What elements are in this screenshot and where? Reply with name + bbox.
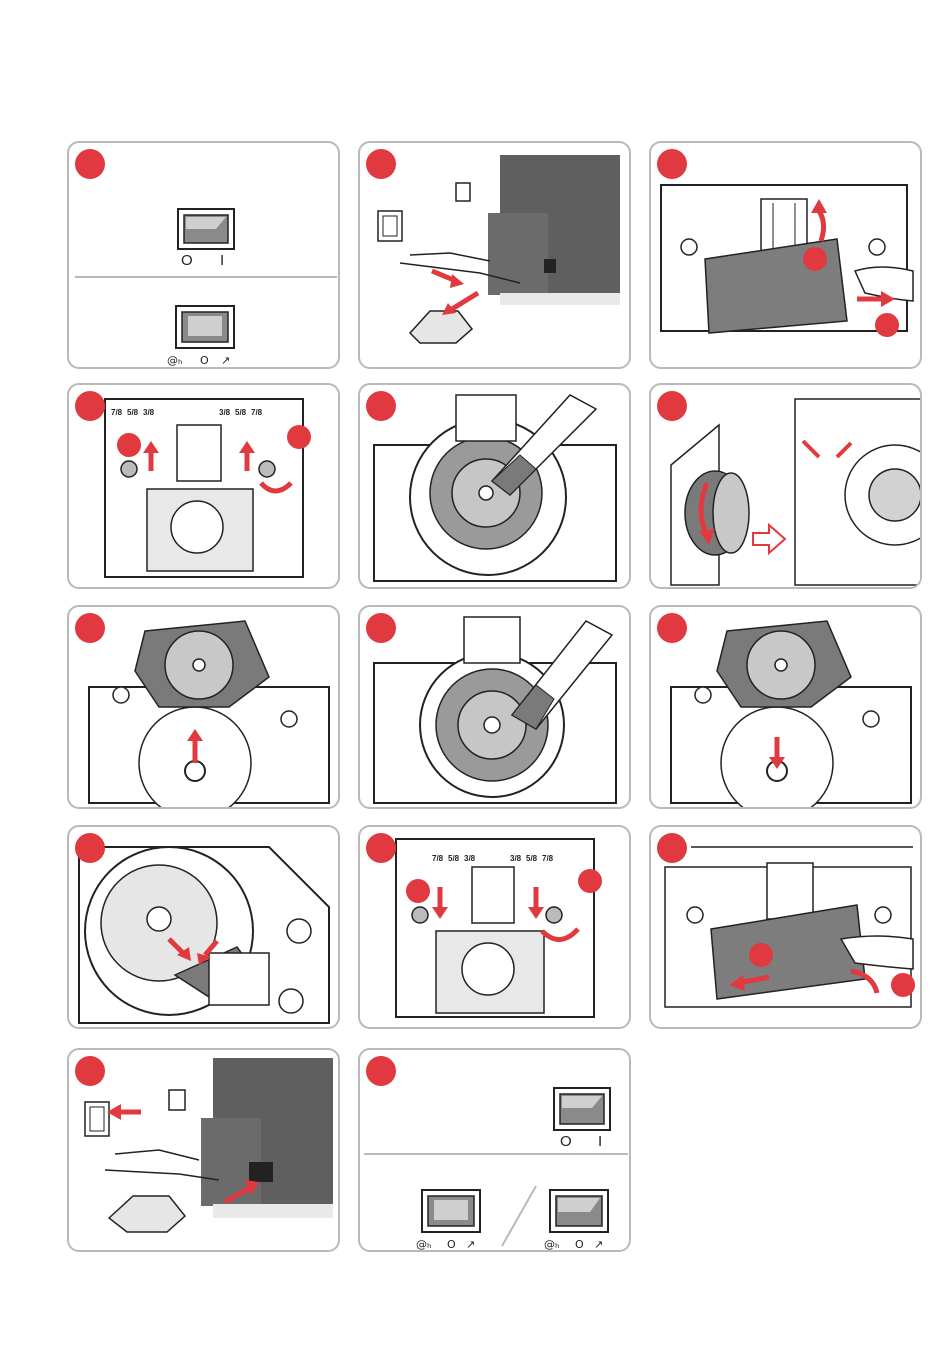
tick-label: 7/8 <box>432 854 444 863</box>
step-marker <box>657 613 687 643</box>
lift-bobbin-case-icon <box>69 607 340 809</box>
step-panel-8 <box>358 605 631 809</box>
tick-label: 5/8 <box>235 408 247 417</box>
step-panel-5 <box>358 383 631 589</box>
unscrew-stitch-plate-icon: 7/8 5/8 3/8 3/8 5/8 7/8 <box>69 385 340 589</box>
attach-bobbin-cover-icon <box>651 827 922 1029</box>
switch-off-label: O <box>181 252 193 269</box>
reconnect-cables-icon <box>69 1050 340 1252</box>
insert-bobbin-case-icon <box>651 607 922 809</box>
mode-symbol-left: @ₕ <box>544 1238 559 1251</box>
switch-off-label: O <box>560 1133 572 1150</box>
step-marker <box>657 833 687 863</box>
step-marker <box>75 391 105 421</box>
step-panel-4: 7/8 5/8 3/8 3/8 5/8 7/8 <box>67 383 340 589</box>
tick-label: 3/8 <box>143 408 155 417</box>
mode-symbol-mid: O <box>575 1238 584 1251</box>
tick-label: 3/8 <box>219 408 231 417</box>
mode-symbol-left: @ₕ <box>416 1238 431 1251</box>
step-marker <box>75 1056 105 1086</box>
remove-bobbin-cover-icon <box>651 143 922 369</box>
step-panel-2 <box>358 141 631 369</box>
mode-symbol-right: ↗ <box>466 1238 475 1251</box>
position-bobbin-case-icon <box>69 827 340 1029</box>
power-switch-on-icon: O I @ₕ O ↗ @ₕ O ↗ <box>360 1050 631 1252</box>
tick-label: 7/8 <box>111 408 123 417</box>
switch-on-label: I <box>598 1133 602 1150</box>
mode-symbol-mid: O <box>200 354 209 367</box>
step-marker <box>366 149 396 179</box>
mode-symbol-right: ↗ <box>221 354 230 367</box>
screw-stitch-plate-icon: 7/8 5/8 3/8 3/8 5/8 7/8 <box>360 827 631 1029</box>
step-panel-1: O I @ₕ O ↗ <box>67 141 340 369</box>
step-panel-3 <box>649 141 922 369</box>
step-marker <box>75 149 105 179</box>
mode-symbol-right: ↗ <box>594 1238 603 1251</box>
step-marker <box>75 613 105 643</box>
step-panel-9 <box>649 605 922 809</box>
tick-label: 3/8 <box>464 854 476 863</box>
step-panel-10 <box>67 825 340 1029</box>
step-panel-6 <box>649 383 922 589</box>
step-panel-11: 7/8 5/8 3/8 3/8 5/8 7/8 <box>358 825 631 1029</box>
tick-label: 3/8 <box>510 854 522 863</box>
tick-label: 5/8 <box>526 854 538 863</box>
brush-bobbin-area-icon <box>360 385 631 589</box>
step-marker <box>366 391 396 421</box>
step-panel-12 <box>649 825 922 1029</box>
power-switch-icon: O I @ₕ O ↗ <box>69 143 340 369</box>
tick-label: 7/8 <box>251 408 263 417</box>
turn-handwheel-icon <box>651 385 922 589</box>
step-panel-13 <box>67 1048 340 1252</box>
step-marker <box>657 391 687 421</box>
step-panel-7 <box>67 605 340 809</box>
mode-symbol-mid: O <box>447 1238 456 1251</box>
mode-symbol-left: @ₕ <box>167 354 182 367</box>
brush-hook-icon <box>360 607 631 809</box>
tick-label: 7/8 <box>542 854 554 863</box>
tick-label: 5/8 <box>127 408 139 417</box>
tick-label: 5/8 <box>448 854 460 863</box>
step-marker <box>75 833 105 863</box>
step-marker <box>366 613 396 643</box>
step-marker <box>366 833 396 863</box>
switch-on-label: I <box>220 252 224 269</box>
step-panel-14: O I @ₕ O ↗ @ₕ O ↗ <box>358 1048 631 1252</box>
unplug-cables-icon <box>360 143 631 369</box>
step-marker <box>366 1056 396 1086</box>
step-marker <box>657 149 687 179</box>
